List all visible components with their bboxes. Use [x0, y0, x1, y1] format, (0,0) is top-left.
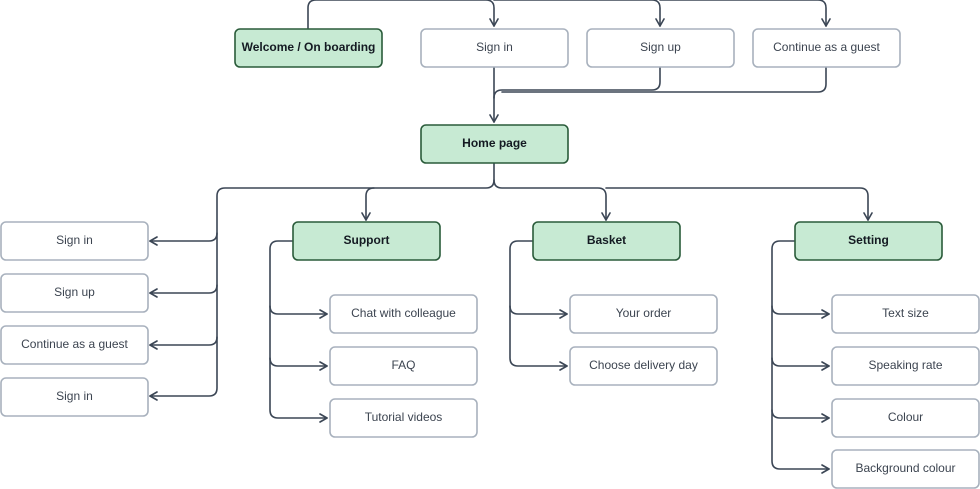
- node-text-size[interactable]: Text size: [831, 294, 980, 334]
- connector-support-faq: [269, 357, 328, 371]
- node-text-size-label: Text size: [882, 306, 929, 320]
- node-delivery-day-label: Choose delivery day: [589, 358, 698, 372]
- connector-setting-colour: [771, 409, 830, 423]
- node-basket[interactable]: Basket: [532, 221, 681, 261]
- node-setting-label: Setting: [848, 233, 889, 247]
- node-background-colour[interactable]: Background colour: [831, 449, 980, 489]
- node-guest-left-label: Continue as a guest: [21, 337, 128, 351]
- node-chat[interactable]: Chat with colleague: [329, 294, 478, 334]
- node-speaking-rate[interactable]: Speaking rate: [831, 346, 980, 386]
- node-speaking-rate-label: Speaking rate: [868, 358, 942, 372]
- node-delivery-day[interactable]: Choose delivery day: [569, 346, 718, 386]
- node-home-label: Home page: [462, 136, 527, 150]
- node-colour-label: Colour: [888, 410, 923, 424]
- node-home[interactable]: Home page: [420, 124, 569, 164]
- connector-signup-home: [493, 66, 661, 99]
- node-guest-left[interactable]: Continue as a guest: [0, 325, 149, 365]
- connector-home-left-trunk: [149, 187, 375, 401]
- node-signin-left-2[interactable]: Sign in: [0, 377, 149, 417]
- node-faq-label: FAQ: [391, 358, 415, 372]
- connectors: [149, 0, 873, 474]
- node-chat-label: Chat with colleague: [351, 306, 456, 320]
- connector-setting-speaking: [771, 357, 830, 371]
- connector-support-trunk: [269, 240, 328, 423]
- node-signup-left-label: Sign up: [54, 285, 95, 299]
- connector-welcome-guest: [659, 0, 831, 27]
- node-your-order-label: Your order: [616, 306, 672, 320]
- connector-guest-home: [501, 66, 827, 93]
- node-basket-label: Basket: [587, 233, 626, 247]
- connector-home-setting: [605, 187, 873, 221]
- node-signin-top-label: Sign in: [476, 40, 513, 54]
- node-tutorial-label: Tutorial videos: [365, 410, 443, 424]
- connector-welcome-signin: [307, 0, 499, 29]
- connector-support-chat: [269, 305, 328, 319]
- connector-left-signup: [149, 284, 218, 298]
- nodes: Welcome / On boarding Sign in Sign up Co…: [0, 28, 980, 489]
- connector-home-support: [361, 162, 495, 221]
- node-signup-top[interactable]: Sign up: [586, 28, 735, 68]
- node-support[interactable]: Support: [292, 221, 441, 261]
- connector-setting-textsize: [771, 305, 830, 319]
- node-welcome[interactable]: Welcome / On boarding: [234, 28, 383, 68]
- node-guest-top-label: Continue as a guest: [773, 40, 880, 54]
- connector-home-basket: [493, 179, 611, 221]
- connector-basket-order: [509, 305, 568, 319]
- connector-setting-trunk: [771, 240, 830, 474]
- node-setting[interactable]: Setting: [794, 221, 943, 261]
- node-tutorial[interactable]: Tutorial videos: [329, 398, 478, 438]
- node-background-colour-label: Background colour: [855, 461, 955, 475]
- node-signin-top[interactable]: Sign in: [420, 28, 569, 68]
- node-faq[interactable]: FAQ: [329, 346, 478, 386]
- node-signup-top-label: Sign up: [640, 40, 681, 54]
- connector-welcome-signup: [493, 0, 665, 27]
- node-guest-top[interactable]: Continue as a guest: [752, 28, 901, 68]
- node-welcome-label: Welcome / On boarding: [242, 40, 376, 54]
- node-colour[interactable]: Colour: [831, 398, 980, 438]
- node-signin-left-1[interactable]: Sign in: [0, 221, 149, 261]
- node-support-label: Support: [344, 233, 390, 247]
- connector-basket-trunk: [509, 240, 568, 371]
- connector-left-guest: [149, 336, 218, 350]
- node-signin-left-1-label: Sign in: [56, 233, 93, 247]
- connector-left-signin-1: [149, 232, 218, 246]
- node-your-order[interactable]: Your order: [569, 294, 718, 334]
- node-signin-left-2-label: Sign in: [56, 389, 93, 403]
- node-signup-left[interactable]: Sign up: [0, 273, 149, 313]
